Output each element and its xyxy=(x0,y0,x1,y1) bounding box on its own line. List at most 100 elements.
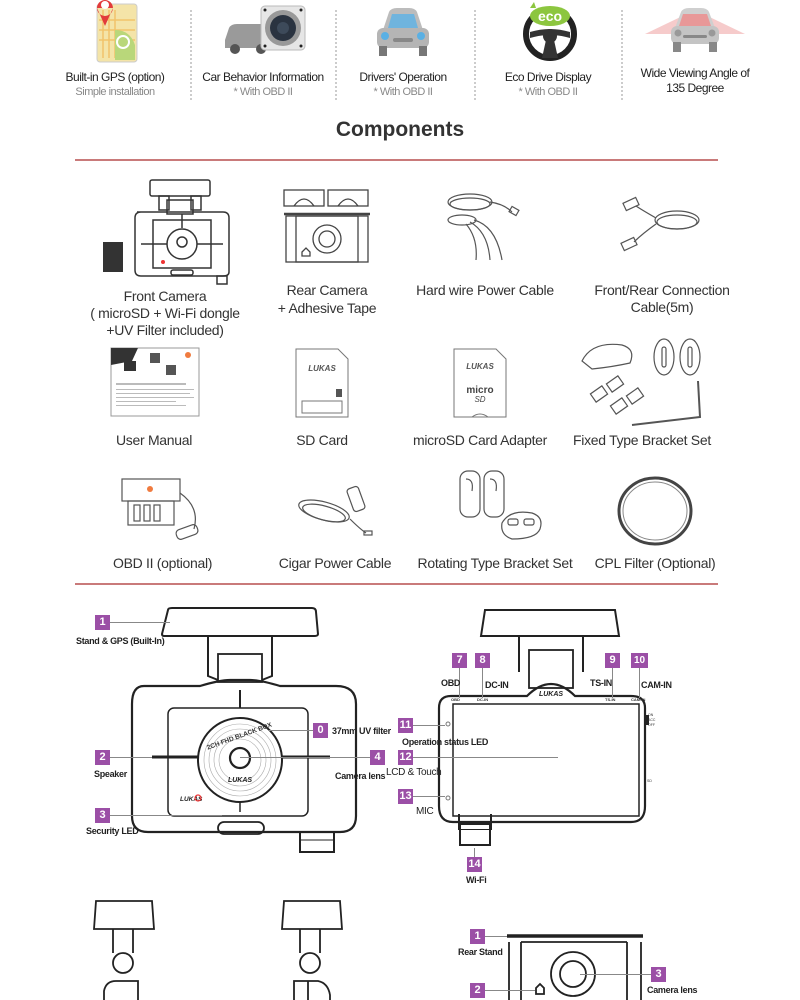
leader-line xyxy=(110,757,152,758)
feature-title: Built-in GPS (option) xyxy=(65,70,165,84)
callout-label: LCD & Touch xyxy=(386,767,442,778)
port-label: CAM-IN xyxy=(631,697,646,702)
callout-badge: 8 xyxy=(475,653,490,668)
callout-badge: 2 xyxy=(470,983,485,998)
callout-badge: 1 xyxy=(470,929,485,944)
back-camera-diagram: LUKAS OBD DC-IN TS-IN CAM-IN ON ACC OFF … xyxy=(437,609,656,830)
callout-label: Camera lens xyxy=(335,771,386,781)
component-label: Front Camera xyxy=(123,288,207,304)
section-divider xyxy=(75,583,718,585)
callout-badge: 11 xyxy=(398,718,413,733)
component-label: User Manual xyxy=(116,432,193,448)
feature-car-behavior: Car Behavior Information * With OBD II xyxy=(198,0,328,105)
component-user-manual: User Manual xyxy=(80,345,230,455)
front-camera-icon xyxy=(103,179,230,285)
feature-title: Drivers' Operation xyxy=(359,70,447,84)
feature-drivers-operation: Drivers' Operation * With OBD II xyxy=(338,0,468,105)
leader-line xyxy=(268,730,313,731)
feature-subtitle: * With OBD II xyxy=(518,86,578,98)
front-camera-diagram: 2CH FHD BLACK BOX LUKAS LUKAS xyxy=(130,607,358,853)
svg-text:micro: micro xyxy=(466,385,493,396)
component-front-camera: Front Camera ( microSD + Wi-Fi dongle +U… xyxy=(80,170,250,345)
brand-logo: LUKAS xyxy=(539,691,563,698)
component-rotating-bracket-set: Rotating Type Bracket Set xyxy=(410,465,580,580)
component-rear-camera: Rear Camera + Adhesive Tape xyxy=(262,170,392,320)
callout-badge: 7 xyxy=(452,653,467,668)
car-front-icon xyxy=(377,8,429,56)
callout-label: MIC xyxy=(416,806,434,817)
component-cpl-filter: CPL Filter (Optional) xyxy=(575,475,735,580)
user-manual-icon xyxy=(110,347,200,417)
feature-title: Wide Viewing Angle of xyxy=(640,66,750,80)
feature-subtitle: * With OBD II xyxy=(233,86,293,98)
callout-label: Wi-Fi xyxy=(466,875,487,885)
switch-label: OFF xyxy=(648,723,655,727)
slot-label: SD xyxy=(647,779,652,783)
component-label: Hard wire Power Cable xyxy=(416,282,554,298)
leader-line xyxy=(413,796,445,797)
component-connection-cable: Front/Rear Connection Cable(5m) xyxy=(562,170,762,315)
component-cigar-power-cable: Cigar Power Cable xyxy=(270,475,400,580)
feature-title: Car Behavior Information xyxy=(202,70,324,84)
callout-badge: 2 xyxy=(95,750,110,765)
rear-camera-icon xyxy=(283,189,370,263)
leader-line xyxy=(485,990,535,991)
feature-eco-drive: eco Eco Drive Display * With OBD II xyxy=(483,0,613,105)
component-label: Cigar Power Cable xyxy=(278,555,392,571)
component-microsd-adapter: LUKAS micro SD microSD Card Adapter xyxy=(405,345,555,455)
callout-badge: 10 xyxy=(631,653,648,668)
callout-label: TS-IN xyxy=(590,678,612,688)
callout-label: DC-IN xyxy=(485,680,509,690)
component-label: Rotating Type Bracket Set xyxy=(417,555,573,571)
callout-badge: 13 xyxy=(398,789,413,804)
callout-label: Stand & GPS (Built-In) xyxy=(76,636,165,646)
brand-logo: LUKAS xyxy=(228,777,252,784)
callout-label: Security LED xyxy=(86,826,139,836)
feature-wide-angle: Wide Viewing Angle of 135 Degree xyxy=(630,0,760,105)
callout-badge: 4 xyxy=(370,750,385,765)
leader-line xyxy=(482,668,483,698)
wifi-dongle xyxy=(459,822,491,846)
component-label: microSD Card Adapter xyxy=(412,432,548,448)
callout-badge: 3 xyxy=(651,967,666,982)
eco-steering-wheel-icon: eco xyxy=(523,2,577,61)
callout-label: Speaker xyxy=(94,769,127,779)
component-obd: OBD II (optional) xyxy=(100,475,240,580)
port-label: DC-IN xyxy=(477,697,488,702)
leader-line xyxy=(110,622,170,623)
sd-card-icon: LUKAS xyxy=(295,348,349,418)
divider xyxy=(474,10,476,100)
leader-line xyxy=(110,815,222,816)
microsd-adapter-icon: LUKAS micro SD xyxy=(453,348,507,418)
leader-line xyxy=(413,725,445,726)
title-underline xyxy=(75,159,718,161)
rotating-bracket-icon xyxy=(459,470,542,540)
svg-text:eco: eco xyxy=(538,8,562,24)
divider xyxy=(190,10,192,100)
callout-badge: 12 xyxy=(398,750,413,765)
callout-label: OBD xyxy=(441,678,461,688)
leader-line xyxy=(240,757,370,758)
feature-subtitle: 135 Degree xyxy=(666,81,724,95)
features-strip: Built-in GPS (option) Simple installatio… xyxy=(0,0,800,110)
leader-line xyxy=(485,936,507,937)
component-fixed-bracket-set: Fixed Type Bracket Set xyxy=(562,335,722,455)
cpl-filter-icon xyxy=(617,476,693,546)
side-view-right-diagram xyxy=(281,900,343,1000)
divider xyxy=(621,10,623,100)
component-label: OBD II (optional) xyxy=(113,555,213,571)
component-label: Front/Rear Connection Cable(5m) xyxy=(594,282,730,315)
wide-angle-car-icon xyxy=(645,8,745,52)
svg-text:SD: SD xyxy=(474,395,485,404)
callout-label: Operation status LED xyxy=(402,737,489,747)
cigar-cable-icon xyxy=(298,485,373,536)
leader-line xyxy=(580,974,651,975)
component-label: Rear Camera xyxy=(286,282,368,298)
callout-badge: 0 xyxy=(313,723,328,738)
side-view-left-diagram xyxy=(93,900,155,1000)
power-cable-icon xyxy=(447,193,520,261)
callout-badge: 1 xyxy=(95,615,110,630)
svg-text:LUKAS: LUKAS xyxy=(466,362,494,371)
switch-label: ON xyxy=(648,713,654,717)
callout-badge: 9 xyxy=(605,653,620,668)
